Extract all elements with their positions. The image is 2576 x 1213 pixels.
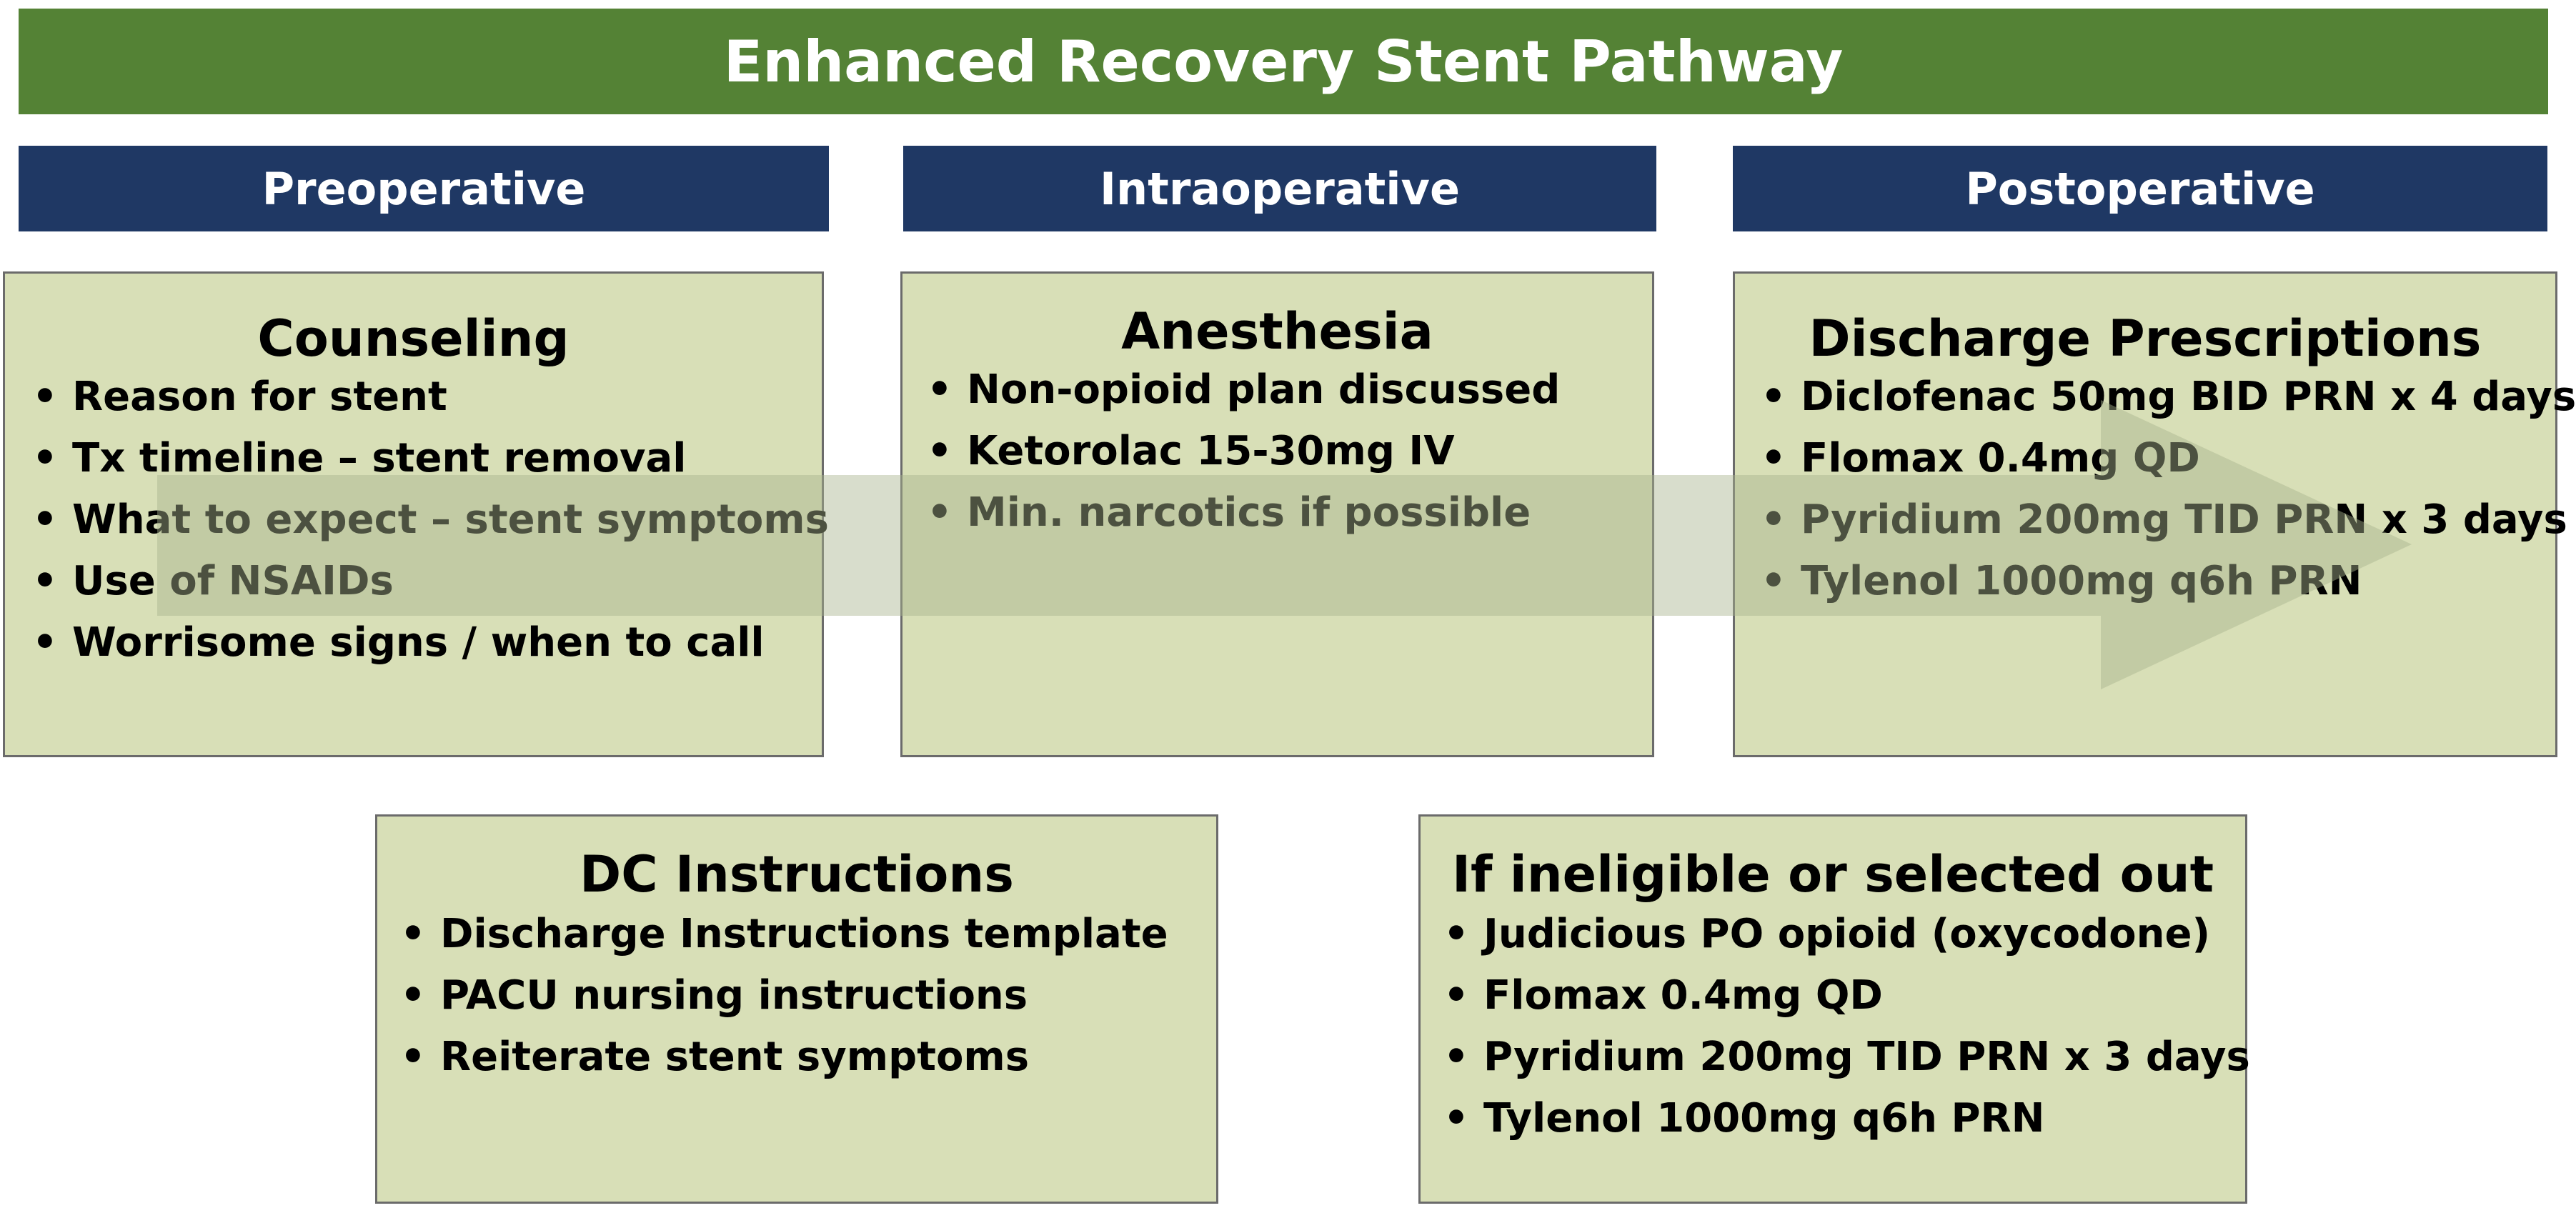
list-item: • Reason for stent bbox=[29, 366, 829, 428]
bullet-icon: • bbox=[1443, 1095, 1469, 1142]
box-title: Anesthesia bbox=[1121, 302, 1433, 361]
list-item: • Ketorolac 15-30mg IV bbox=[924, 421, 1560, 482]
list-item-text: Discharge Instructions template bbox=[440, 911, 1168, 957]
list-item-text: Pyridium 200mg TID PRN x 3 days bbox=[1483, 1034, 2250, 1080]
title-bar: Enhanced Recovery Stent Pathway bbox=[19, 9, 2548, 114]
list-item: • Worrisome signs / when to call bbox=[29, 612, 829, 674]
bullet-icon: • bbox=[927, 489, 953, 536]
phase-label: Preoperative bbox=[262, 162, 586, 215]
ineligible-box: If ineligible or selected out • Judicious… bbox=[1418, 814, 2250, 1204]
bullet-icon: • bbox=[32, 496, 58, 543]
bullet-icon: • bbox=[32, 435, 58, 481]
list-item: • Flomax 0.4mg QD bbox=[1758, 428, 2576, 489]
discharge-prescriptions-list: • Diclofenac 50mg BID PRN x 4 days • Floma… bbox=[1758, 366, 2576, 612]
box-title: DC Instructions bbox=[580, 845, 1014, 904]
bullet-icon: • bbox=[1761, 374, 1786, 420]
bullet-icon: • bbox=[400, 1034, 426, 1080]
bullet-icon: • bbox=[1761, 435, 1786, 481]
list-item: • Min. narcotics if possible bbox=[924, 482, 1560, 544]
list-item: • Use of NSAIDs bbox=[29, 551, 829, 612]
list-item-text: Tx timeline – stent removal bbox=[72, 435, 687, 481]
list-item-text: Judicious PO opioid (oxycodone) bbox=[1483, 911, 2211, 957]
list-item-text: Worrisome signs / when to call bbox=[72, 619, 765, 666]
phase-header-preoperative: Preoperative bbox=[19, 146, 829, 231]
bullet-icon: • bbox=[32, 374, 58, 420]
discharge-prescriptions-box: Discharge Prescriptions • Diclofenac 50mg… bbox=[1733, 271, 2576, 757]
anesthesia-list: • Non-opioid plan discussed • Ketorolac 15… bbox=[924, 359, 1560, 544]
list-item-text: Min. narcotics if possible bbox=[967, 489, 1531, 536]
page-title: Enhanced Recovery Stent Pathway bbox=[723, 28, 1844, 95]
list-item-text: PACU nursing instructions bbox=[440, 972, 1028, 1019]
list-item: • PACU nursing instructions bbox=[397, 965, 1168, 1027]
box-title: Counseling bbox=[257, 309, 570, 368]
bullet-icon: • bbox=[927, 428, 953, 474]
list-item-text: What to expect – stent symptoms bbox=[72, 496, 829, 543]
list-item: • Flomax 0.4mg QD bbox=[1441, 965, 2250, 1027]
bullet-icon: • bbox=[1761, 558, 1786, 604]
list-item-text: Reason for stent bbox=[72, 374, 447, 420]
bullet-icon: • bbox=[32, 558, 58, 604]
list-item-text: Diclofenac 50mg BID PRN x 4 days bbox=[1801, 374, 2576, 420]
box-title: If ineligible or selected out bbox=[1451, 845, 2214, 904]
list-item-text: Non-opioid plan discussed bbox=[967, 366, 1561, 413]
list-item: • Diclofenac 50mg BID PRN x 4 days bbox=[1758, 366, 2576, 428]
list-item: • Tylenol 1000mg q6h PRN bbox=[1758, 551, 2576, 612]
list-item-text: Reiterate stent symptoms bbox=[440, 1034, 1030, 1080]
dc-instructions-list: • Discharge Instructions template • PACU n… bbox=[397, 904, 1168, 1088]
phase-label: Postoperative bbox=[1965, 162, 2315, 215]
bullet-icon: • bbox=[400, 911, 426, 957]
list-item: • What to expect – stent symptoms bbox=[29, 489, 829, 551]
list-item-text: Flomax 0.4mg QD bbox=[1801, 435, 2200, 481]
bullet-icon: • bbox=[927, 366, 953, 413]
list-item: • Judicious PO opioid (oxycodone) bbox=[1441, 904, 2250, 965]
list-item: • Tx timeline – stent removal bbox=[29, 428, 829, 489]
list-item: • Pyridium 200mg TID PRN x 3 days bbox=[1441, 1027, 2250, 1088]
list-item-text: Tylenol 1000mg q6h PRN bbox=[1483, 1095, 2045, 1142]
counseling-box: Counseling • Reason for stent • Tx timelin… bbox=[3, 271, 829, 757]
list-item-text: Pyridium 200mg TID PRN x 3 days bbox=[1801, 496, 2567, 543]
phase-header-postoperative: Postoperative bbox=[1733, 146, 2547, 231]
list-item: • Discharge Instructions template bbox=[397, 904, 1168, 965]
list-item: • Reiterate stent symptoms bbox=[397, 1027, 1168, 1088]
list-item: • Pyridium 200mg TID PRN x 3 days bbox=[1758, 489, 2576, 551]
box-title: Discharge Prescriptions bbox=[1809, 309, 2482, 368]
ineligible-list: • Judicious PO opioid (oxycodone) • Flomax… bbox=[1441, 904, 2250, 1149]
phase-header-intraoperative: Intraoperative bbox=[903, 146, 1656, 231]
list-item-text: Tylenol 1000mg q6h PRN bbox=[1801, 558, 2362, 604]
list-item-text: Use of NSAIDs bbox=[72, 558, 394, 604]
bullet-icon: • bbox=[1761, 496, 1786, 543]
bullet-icon: • bbox=[1443, 1034, 1469, 1080]
bullet-icon: • bbox=[1443, 911, 1469, 957]
phase-label: Intraoperative bbox=[1099, 162, 1461, 215]
bullet-icon: • bbox=[400, 972, 426, 1019]
bullet-icon: • bbox=[1443, 972, 1469, 1019]
dc-instructions-box: DC Instructions • Discharge Instructions … bbox=[375, 814, 1218, 1204]
anesthesia-box: Anesthesia • Non-opioid plan discussed • K… bbox=[900, 271, 1654, 757]
list-item-text: Ketorolac 15-30mg IV bbox=[967, 428, 1455, 474]
list-item: • Non-opioid plan discussed bbox=[924, 359, 1560, 421]
list-item-text: Flomax 0.4mg QD bbox=[1483, 972, 1883, 1019]
list-item: • Tylenol 1000mg q6h PRN bbox=[1441, 1088, 2250, 1149]
bullet-icon: • bbox=[32, 619, 58, 666]
counseling-list: • Reason for stent • Tx timeline – stent r… bbox=[29, 366, 829, 674]
